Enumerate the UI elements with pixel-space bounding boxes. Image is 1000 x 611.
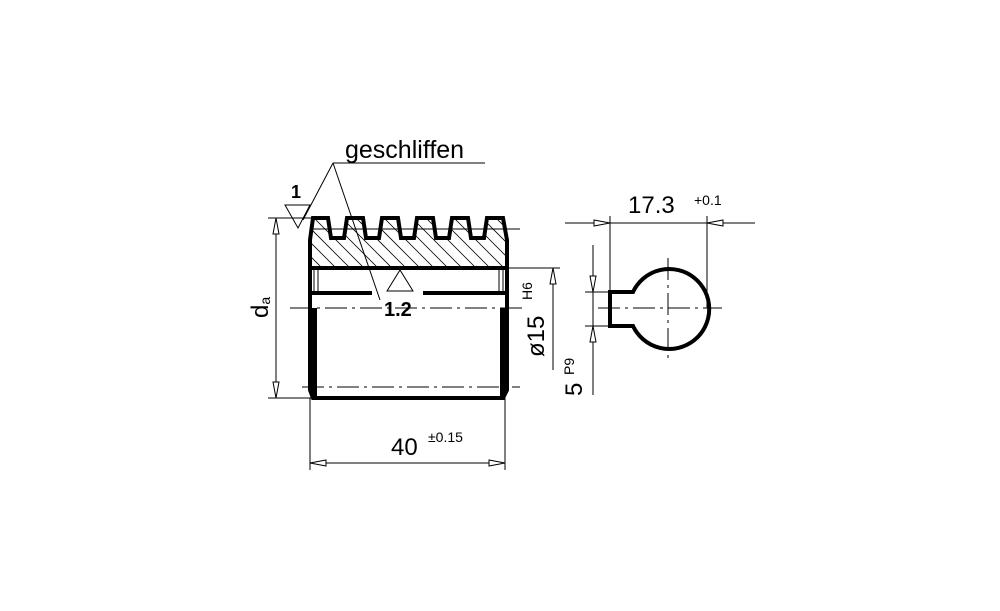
gear-section-view <box>290 210 618 400</box>
hatch-line <box>310 218 311 267</box>
roughness-symbol <box>386 269 414 292</box>
svg-text:P9: P9 <box>561 358 577 375</box>
hatch-line <box>310 218 353 267</box>
bore-edge <box>500 308 506 396</box>
length-dimension: 40 ±0.15 <box>309 398 506 470</box>
bore-dimension: ø15 H6 <box>507 267 560 370</box>
hatch-line <box>310 218 325 267</box>
svg-text:+0.1: +0.1 <box>694 192 722 208</box>
hatch-line <box>310 218 339 267</box>
svg-text:40: 40 <box>391 434 418 461</box>
roughness-value: 1 <box>291 182 301 202</box>
surface-note: geschliffen <box>345 136 464 164</box>
svg-text:17.3: 17.3 <box>628 192 675 219</box>
hatch-line <box>558 210 618 270</box>
keyway-end-view: 17.3 +0.1 5 P9 <box>561 192 755 396</box>
hatch-line <box>530 210 590 270</box>
surface-finish-annotation: geschliffen 1 1.2 <box>284 136 485 321</box>
roughness-symbol <box>284 204 311 230</box>
roughness-value: 1.2 <box>384 299 412 321</box>
svg-text:ø15: ø15 <box>523 316 550 357</box>
bore-edge <box>310 308 317 396</box>
svg-text:±0.15: ±0.15 <box>428 429 463 445</box>
tip-diameter-dimension: da <box>247 217 312 399</box>
hatch-line <box>516 210 576 270</box>
hatch-line <box>544 210 604 270</box>
tooth-profile <box>308 216 509 260</box>
hatch-line <box>501 218 507 267</box>
svg-text:da: da <box>247 297 274 318</box>
svg-text:H6: H6 <box>519 282 535 300</box>
svg-text:5: 5 <box>561 383 588 396</box>
